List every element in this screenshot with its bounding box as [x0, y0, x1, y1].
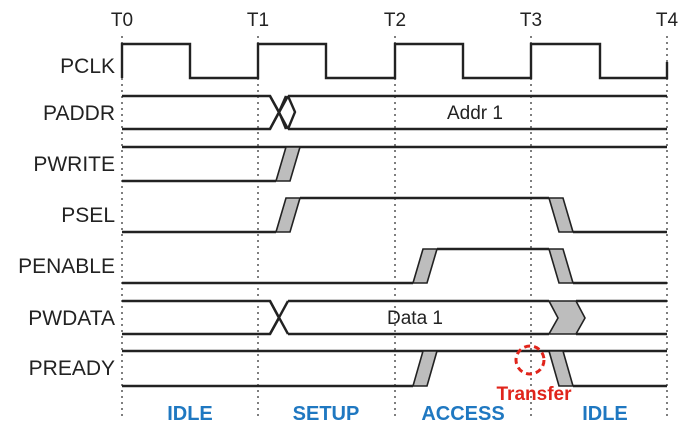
pready-rise — [411, 350, 439, 387]
signal-label-paddr: PADDR — [43, 102, 115, 125]
signal-label-psel: PSEL — [61, 204, 115, 227]
transfer-annotation: Transfer — [497, 384, 573, 405]
phase-label-idle-end: IDLE — [582, 403, 628, 425]
phase-label-access: ACCESS — [421, 403, 504, 425]
pwdata-waveform — [122, 299, 667, 336]
paddr-waveform — [122, 94, 667, 131]
signal-label-pready: PREADY — [29, 357, 115, 380]
time-marker-t2: T2 — [384, 10, 406, 31]
psel-fall — [547, 197, 575, 233]
pwdata-value: Data 1 — [387, 308, 443, 329]
psel-rise — [274, 197, 302, 233]
phase-labels: IDLE SETUP ACCESS IDLE — [167, 403, 628, 425]
time-marker-t4: T4 — [656, 10, 679, 31]
signal-label-pwrite: PWRITE — [33, 153, 115, 176]
pwrite-waveform — [122, 145, 667, 183]
time-marker-t3: T3 — [520, 10, 542, 31]
penable-fall — [547, 248, 575, 284]
time-markers: T0 T1 T2 T3 T4 — [111, 10, 679, 31]
pwdata-transition — [547, 300, 586, 335]
phase-label-setup: SETUP — [293, 403, 360, 425]
penable-waveform — [122, 247, 667, 285]
transfer-marker-circle — [514, 344, 546, 376]
pclk-waveform — [120, 42, 669, 80]
time-marker-t1: T1 — [247, 10, 269, 31]
pready-fall — [547, 350, 575, 387]
time-marker-t0: T0 — [111, 10, 133, 31]
signal-label-pwdata: PWDATA — [28, 307, 115, 330]
phase-label-idle-start: IDLE — [167, 403, 213, 425]
psel-waveform — [122, 196, 667, 234]
penable-rise — [411, 248, 439, 284]
signal-labels: PCLK PADDR PWRITE PSEL PENABLE PWDATA PR… — [18, 55, 115, 380]
pready-waveform — [122, 349, 667, 388]
signal-label-penable: PENABLE — [18, 255, 115, 278]
paddr-value: Addr 1 — [447, 103, 503, 124]
pwrite-transition — [274, 146, 302, 182]
signal-label-pclk: PCLK — [60, 55, 115, 78]
time-guides — [121, 36, 668, 420]
